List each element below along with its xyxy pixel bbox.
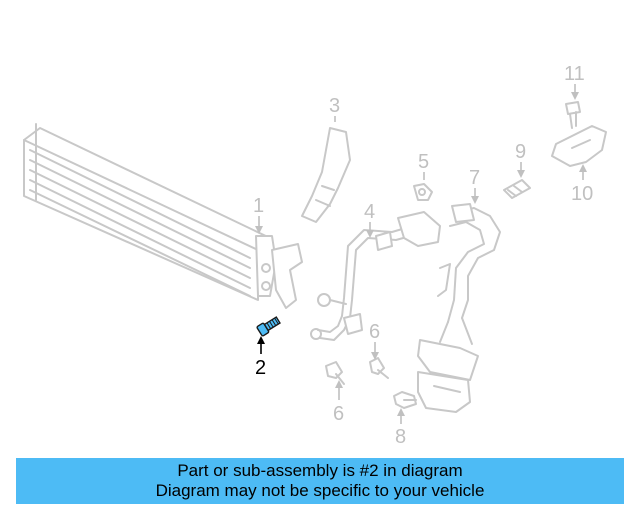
part-7-hose-assembly[interactable] xyxy=(417,203,501,413)
part-2-bolt[interactable] xyxy=(256,315,281,337)
callout-1-arrowhead xyxy=(255,226,263,234)
callout-9-arrowhead xyxy=(517,170,525,178)
callout-5-label: 5 xyxy=(418,151,429,173)
callout-6-right-label: 6 xyxy=(369,321,380,343)
part-8-bolt[interactable] xyxy=(393,391,417,409)
part-3-bracket[interactable] xyxy=(301,127,351,223)
callout-6-left-arrowhead xyxy=(335,380,343,388)
callout-10-arrowhead xyxy=(579,164,587,172)
callout-3-label: 3 xyxy=(329,95,340,117)
banner-line-disclaimer: Diagram may not be specific to your vehi… xyxy=(155,481,485,500)
callout-4-arrowhead xyxy=(366,230,374,238)
callout-11-label: 11 xyxy=(564,63,585,85)
part-6-bolt-left[interactable] xyxy=(325,361,345,385)
callout-1-label: 1 xyxy=(253,195,264,217)
part-5-clip[interactable] xyxy=(413,183,433,201)
part-4-cooler-line[interactable] xyxy=(310,211,441,341)
callout-2-label: 2 xyxy=(255,357,266,379)
callout-10-label: 10 xyxy=(571,183,593,205)
callout-8-label: 8 xyxy=(395,426,406,448)
part-1-oil-cooler[interactable] xyxy=(23,123,303,309)
callout-7-arrowhead xyxy=(471,196,479,204)
callout-7-label: 7 xyxy=(469,167,480,189)
parts-diagram: 1 2 3 4 5 6 6 7 8 9 10 11 xyxy=(23,63,607,448)
info-banner: Part or sub-assembly is #2 in diagram Di… xyxy=(16,458,624,504)
callout-4-label: 4 xyxy=(364,201,375,223)
banner-line-part-number: Part or sub-assembly is #2 in diagram xyxy=(177,461,463,480)
callout-6-left-label: 6 xyxy=(333,403,344,425)
part-11-bolt[interactable] xyxy=(565,101,581,129)
part-6-bolt-right[interactable] xyxy=(369,357,389,379)
part-9-bolt[interactable] xyxy=(503,179,531,199)
callout-2-arrowhead xyxy=(257,336,265,344)
callout-11-arrowhead xyxy=(571,92,579,100)
callout-9-label: 9 xyxy=(515,141,526,163)
callout-8-arrowhead xyxy=(397,408,405,416)
part-10-bracket[interactable] xyxy=(551,125,607,167)
callout-6-right-arrowhead xyxy=(371,352,379,360)
